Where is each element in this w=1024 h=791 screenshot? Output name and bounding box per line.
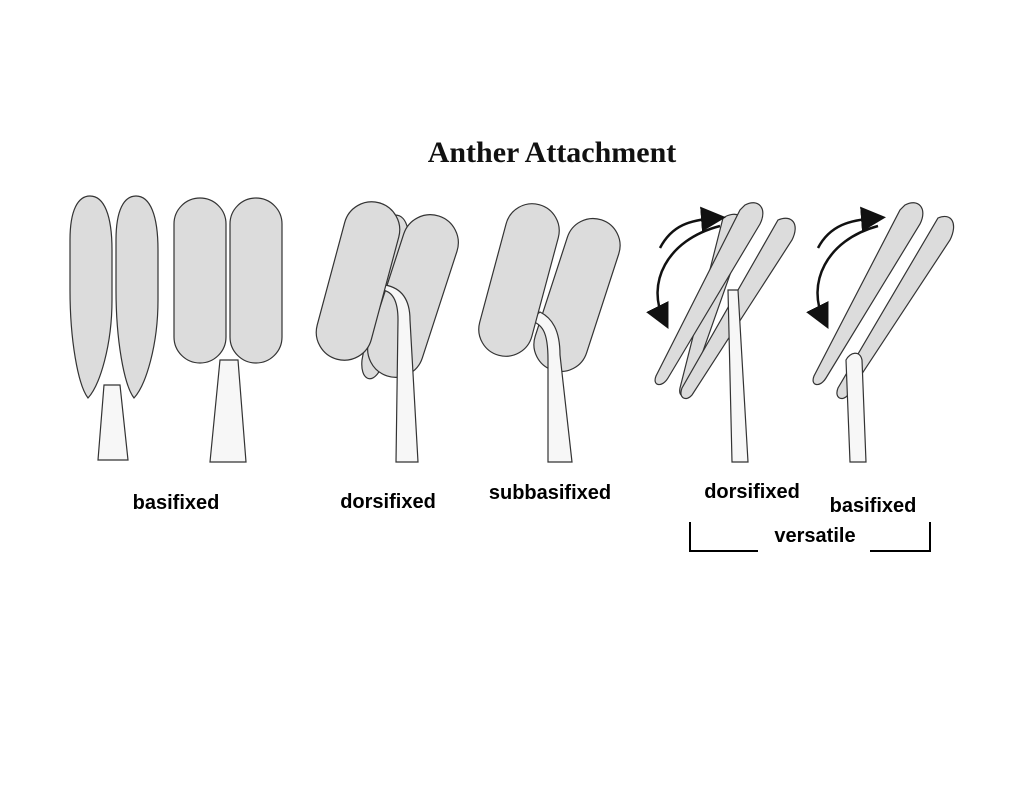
diagram-title: Anther Attachment	[427, 136, 677, 169]
label-versatile: versatile	[774, 525, 856, 547]
label-basifixed: basifixed	[132, 492, 220, 514]
label-versatile-basifixed: basifixed	[829, 495, 917, 517]
label-dorsifixed: dorsifixed	[340, 491, 436, 513]
label-versatile-dorsifixed: dorsifixed	[704, 481, 800, 503]
label-subbasifixed: subbasifixed	[488, 482, 612, 504]
stamen-subbasifixed	[478, 203, 621, 463]
stamen-versatile-dorsifixed	[646, 202, 796, 463]
stamen-versatile-basifixed	[806, 202, 955, 463]
stamen-basifixed-wide	[173, 197, 283, 463]
stamen-basifixed-narrow	[69, 195, 159, 461]
versatile-bracket	[689, 522, 931, 552]
stamen-dorsifixed	[315, 201, 459, 463]
